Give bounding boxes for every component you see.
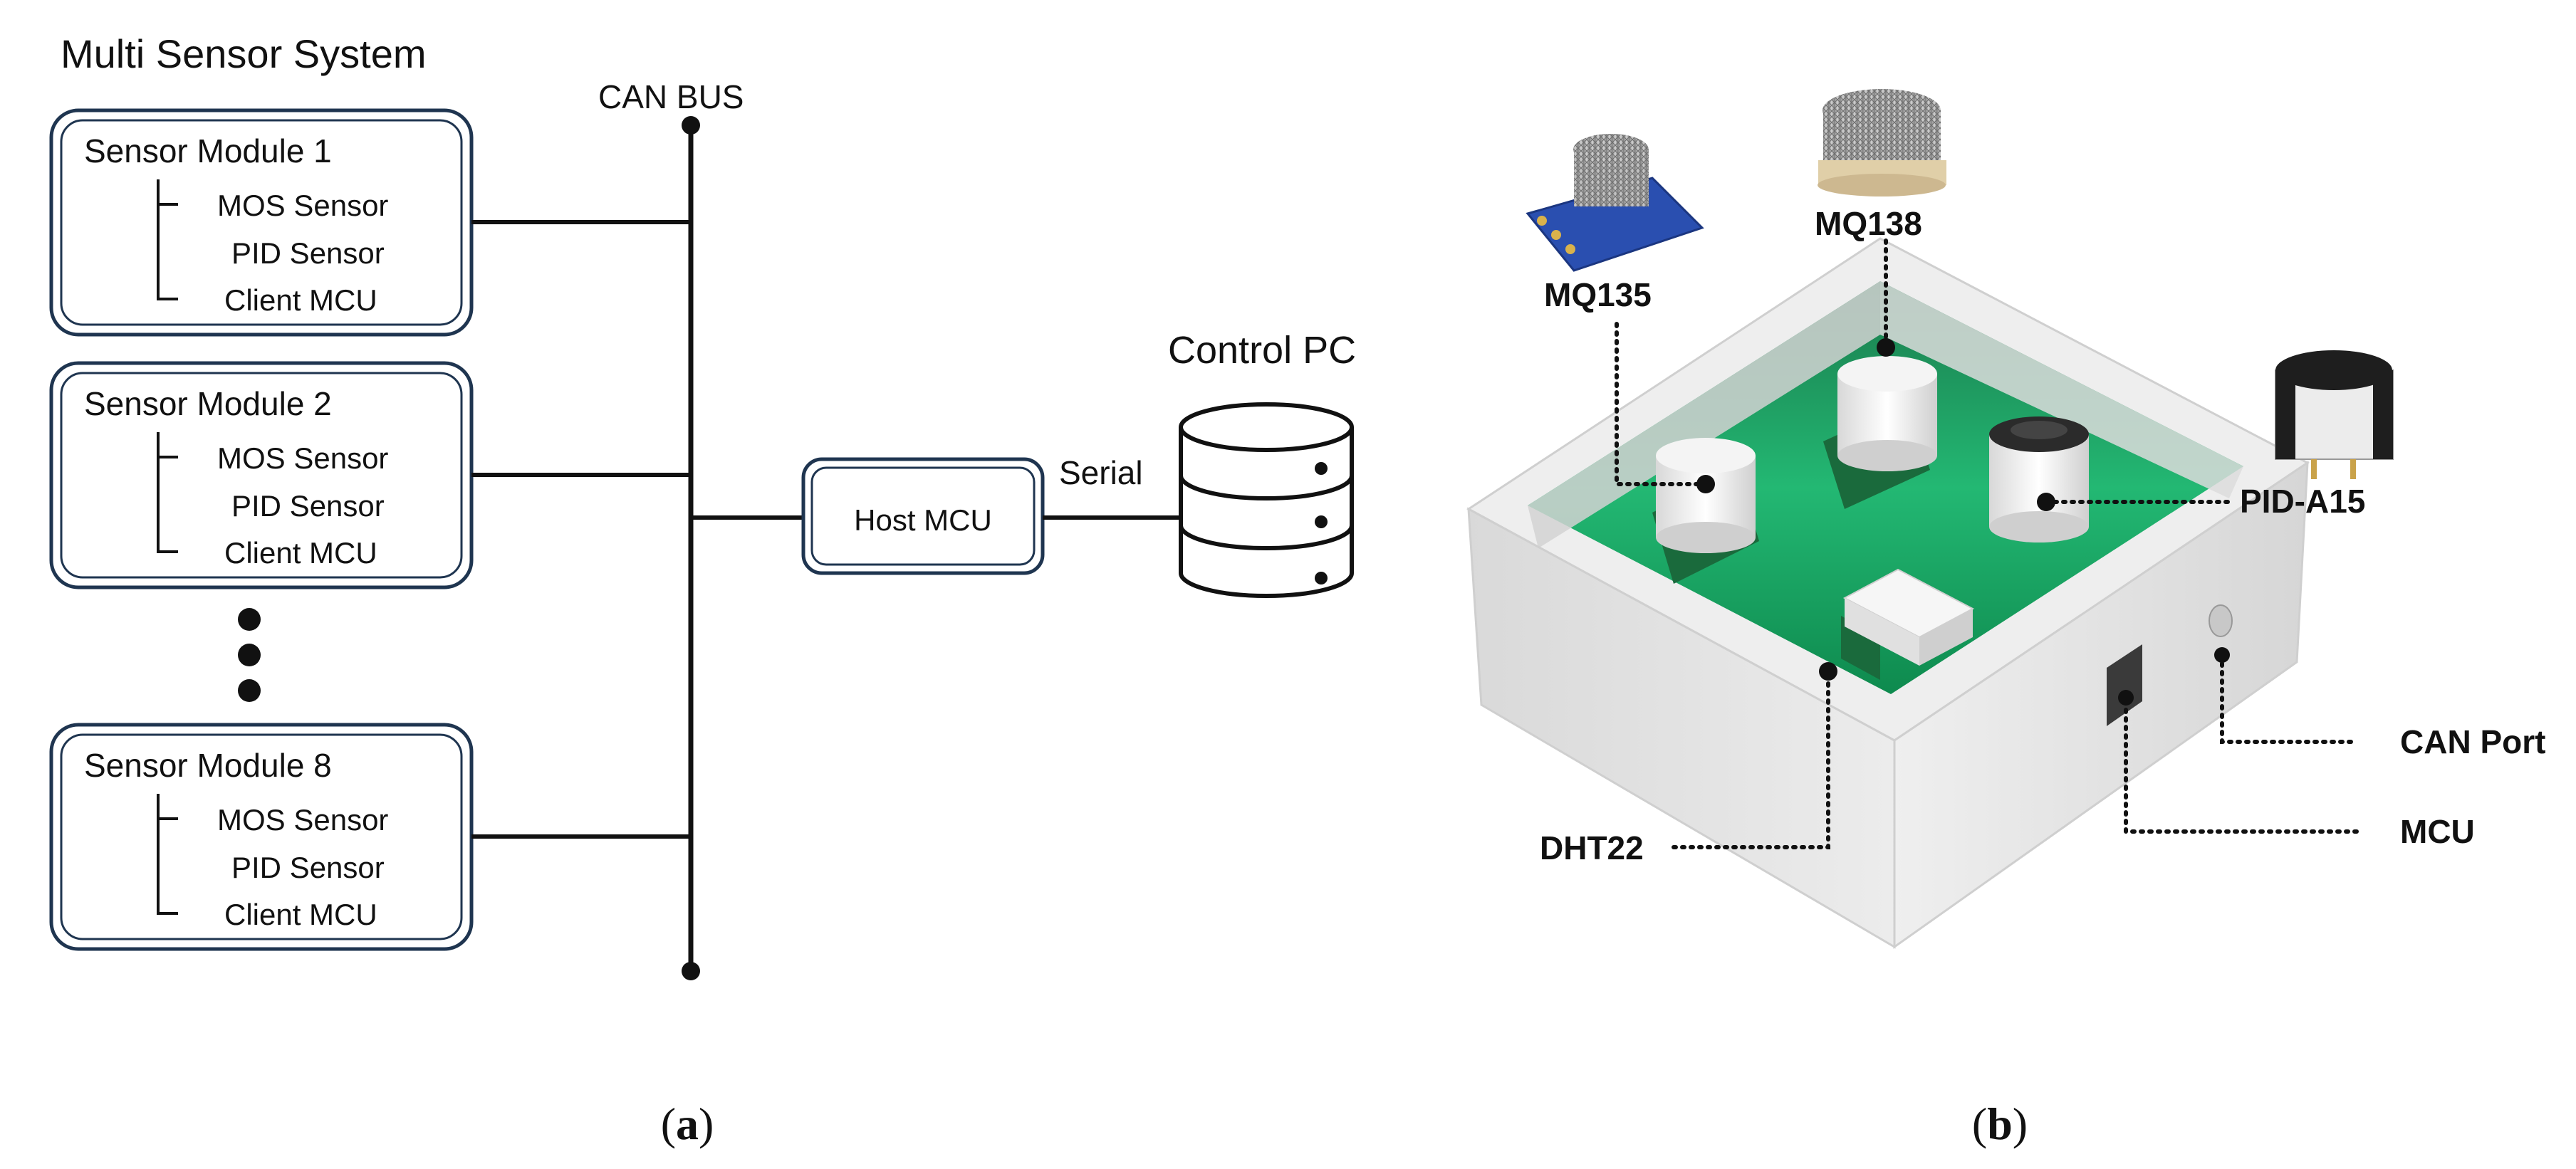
- ellipsis-dot: [238, 608, 261, 631]
- system-title: Multi Sensor System: [61, 31, 427, 76]
- pid-photo-top: [2275, 350, 2392, 390]
- mq138-callout-dot: [1877, 338, 1895, 357]
- board-pin: [1565, 244, 1575, 254]
- mcu-label: MCU: [2400, 813, 2475, 850]
- pid-base: [1989, 511, 2089, 542]
- mq138-base-bottom: [1818, 174, 1946, 196]
- mq135-callout-dot: [1696, 475, 1715, 493]
- ellipsis-dot: [238, 679, 261, 702]
- mq138-base: [1837, 440, 1937, 471]
- control-pc-label: Control PC: [1168, 329, 1356, 372]
- host-inner-border: [810, 466, 1036, 566]
- database-icon: [1179, 402, 1354, 598]
- module-name: Sensor Module 1: [84, 132, 332, 169]
- mq138-label: MQ138: [1815, 205, 1922, 242]
- dht22-callout-dot: [1819, 662, 1837, 681]
- module-item: MOS Sensor: [217, 189, 388, 222]
- callout-lines: [1615, 238, 2359, 849]
- mq138-mesh-top: [1823, 89, 1941, 132]
- bus-end-top: [682, 116, 700, 135]
- ellipsis-dot: [238, 644, 261, 666]
- mq138-top: [1837, 356, 1937, 392]
- can-port-label: CAN Port: [2400, 723, 2545, 760]
- dht22-left: [1845, 598, 1919, 666]
- board-pin: [1551, 230, 1561, 240]
- caption-b: (b): [1972, 1099, 2028, 1149]
- board-pin: [1537, 216, 1547, 226]
- sensor-module-8: Sensor Module 8 MOS Sensor PID Sensor Cl…: [49, 723, 691, 951]
- pid-photo-pin: [2350, 459, 2356, 479]
- module-item: MOS Sensor: [217, 441, 388, 475]
- module-inner-border: [60, 372, 463, 579]
- tree-connector: [157, 432, 178, 553]
- module-name: Sensor Module 2: [84, 385, 332, 422]
- mq135-callout-line: [1615, 322, 1704, 486]
- tree-connector: [157, 794, 178, 915]
- module-item: PID Sensor: [231, 851, 385, 884]
- module-item: Client MCU: [224, 283, 377, 317]
- enclosure-right-face: [1893, 461, 2309, 949]
- panel-a: Multi Sensor System CAN BUS Sensor Modul…: [49, 31, 1356, 1149]
- mcu-port-opening: [2107, 644, 2142, 726]
- module-item: PID Sensor: [231, 489, 385, 523]
- pid-photo-stripe: [2373, 370, 2393, 459]
- bus-label: CAN BUS: [598, 78, 744, 115]
- pcb-components: [1652, 356, 2089, 680]
- host-mcu-box: Host MCU: [801, 457, 1045, 575]
- caption-a-letter: a: [676, 1099, 699, 1149]
- host-mcu-label: Host MCU: [854, 503, 992, 537]
- bus-end-bottom: [682, 962, 700, 980]
- serial-label: Serial: [1059, 454, 1143, 491]
- module-item: Client MCU: [224, 536, 377, 570]
- caption-b-letter: b: [1987, 1099, 2013, 1149]
- dht22-right: [1919, 609, 1973, 666]
- module-name: Sensor Module 8: [84, 747, 332, 784]
- module-item: PID Sensor: [231, 236, 385, 270]
- sensor-module-2: Sensor Module 2 MOS Sensor PID Sensor Cl…: [49, 361, 691, 589]
- sensor-module-1: Sensor Module 1 MOS Sensor PID Sensor Cl…: [49, 108, 691, 337]
- mq135-mesh-side: [1574, 150, 1649, 206]
- mq135-photo-icon: [1526, 134, 1704, 272]
- can-port-opening: [2209, 604, 2233, 637]
- module-item: MOS Sensor: [217, 803, 388, 837]
- mcu-callout-dot: [2118, 690, 2134, 706]
- mq135-top: [1656, 438, 1756, 473]
- dht22-callout-line: [1668, 673, 1830, 849]
- pid-label: PID-A15: [2240, 483, 2365, 520]
- mq135-base: [1656, 522, 1756, 553]
- can-callout-dot: [2214, 647, 2230, 663]
- mq135-label: MQ135: [1544, 276, 1652, 313]
- pid-window: [2011, 421, 2067, 439]
- pid-photo-icon: [2275, 350, 2394, 479]
- panel-b: MQ135 MQ138 PID-A15 DHT22 CAN Port MCU (…: [1466, 89, 2545, 1149]
- module-inner-border: [60, 119, 463, 326]
- mcu-callout-line: [2124, 699, 2359, 834]
- pid-callout-dot: [2037, 493, 2055, 511]
- module-inner-border: [60, 733, 463, 940]
- tree-connector: [157, 179, 178, 300]
- mq138-photo-icon: [1818, 89, 1946, 196]
- inner-wall-back-right: [1880, 281, 2243, 498]
- caption-a: (a): [661, 1099, 714, 1149]
- can-callout-line: [2220, 653, 2359, 744]
- pid-photo-pin: [2311, 459, 2317, 479]
- module-item: Client MCU: [224, 898, 377, 931]
- pid-photo-stripe: [2275, 370, 2295, 459]
- dht22-label: DHT22: [1540, 829, 1644, 866]
